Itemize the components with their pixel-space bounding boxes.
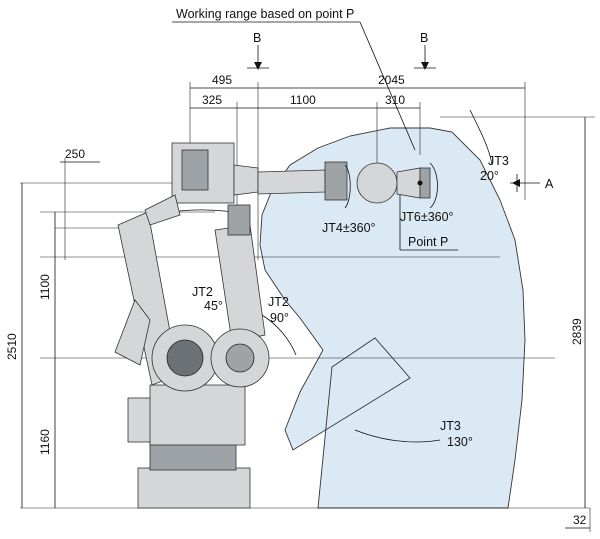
jt3-lower-name: JT3 (440, 419, 461, 433)
dim-2839: 2839 (570, 318, 584, 345)
dim-325: 325 (202, 93, 222, 107)
jt4-rotation-arc (344, 164, 351, 209)
dim-250: 250 (65, 147, 85, 161)
dim-1100-vertical: 1100 (38, 274, 52, 300)
dim-1100-horizontal: 1100 (290, 93, 316, 107)
jt3-upper-angle: 20° (480, 169, 499, 183)
jt4-label: JT4±360° (322, 221, 376, 235)
point-p-marker (417, 180, 423, 186)
section-b-right-label: B (420, 31, 428, 45)
dim-495: 495 (212, 73, 232, 87)
robot-shoulder (114, 299, 270, 392)
jt2-range-arc (261, 314, 297, 356)
section-a-label: A (545, 177, 554, 191)
dim-1160: 1160 (38, 429, 52, 455)
jt3-upper-name: JT3 (488, 154, 509, 168)
jt2-right-angle: 90° (270, 311, 289, 325)
jt3-lower-arc (354, 429, 441, 443)
section-a-arrow (512, 179, 520, 187)
jt2-left-name: JT2 (192, 285, 213, 299)
section-b-left-arrow (254, 62, 262, 70)
robot-upper-arm (144, 142, 431, 226)
jt3-upper-arc (469, 109, 493, 166)
dim-2045: 2045 (378, 73, 405, 87)
dim-2510: 2510 (5, 333, 19, 360)
dim-32: 32 (573, 513, 587, 527)
robot-base (127, 384, 251, 509)
section-b-left-label: B (253, 31, 261, 45)
jt6-rotation-arc (429, 162, 438, 209)
jt2-left-angle: 45° (204, 299, 223, 313)
dim-310: 310 (385, 93, 405, 107)
jt2-right-name: JT2 (268, 295, 289, 309)
jt6-label: JT6±360° (400, 210, 454, 224)
section-b-right-arrow (421, 62, 429, 70)
diagram-title: Working range based on point P (176, 7, 354, 21)
title-leader (359, 21, 416, 151)
point-p-label: Point P (408, 235, 448, 249)
jt3-lower-angle: 130° (447, 435, 473, 449)
